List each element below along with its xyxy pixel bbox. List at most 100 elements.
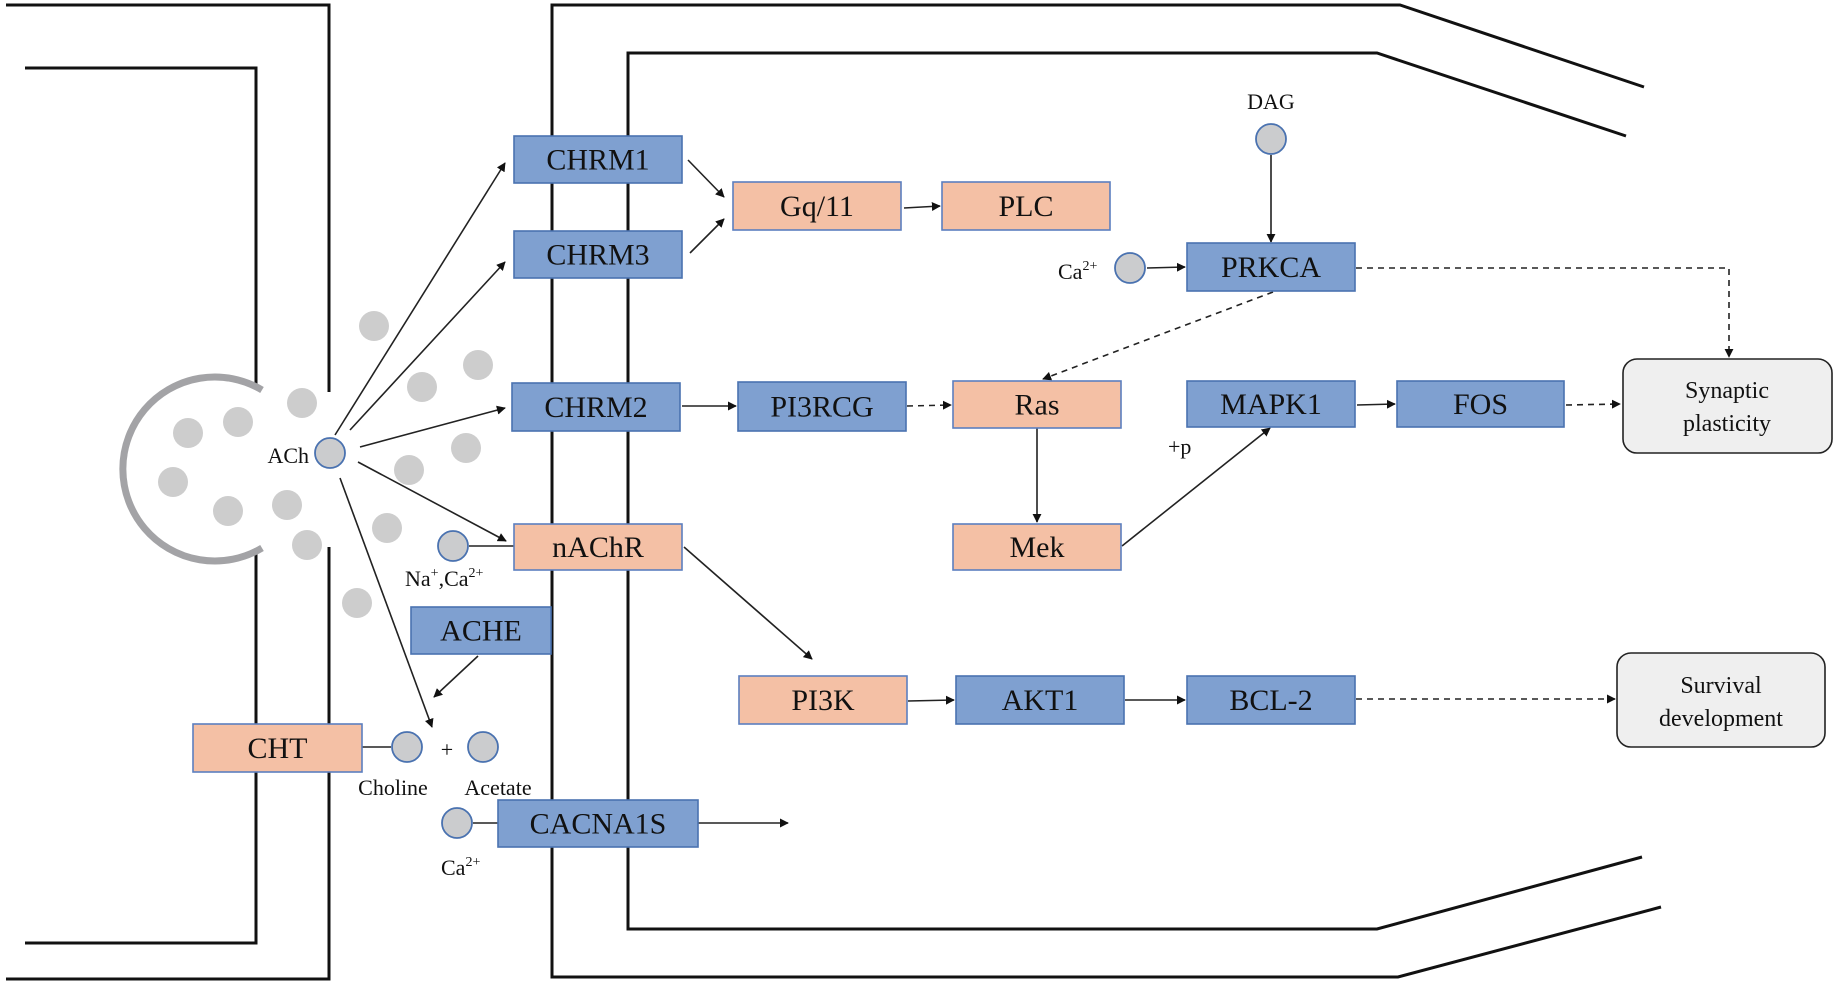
node-pi3k[interactable]: PI3K: [738, 675, 908, 725]
acetylcholine-dot: [292, 530, 322, 560]
dag-molecule[interactable]: [1255, 123, 1287, 155]
acetylcholine-dot: [463, 350, 493, 380]
node-box: [1396, 380, 1565, 428]
acetate-molecule[interactable]: [467, 731, 499, 763]
presynaptic-membrane: [6, 3, 331, 981]
molecules: [314, 123, 1287, 839]
node-label: FOS: [1453, 388, 1508, 421]
node-label: PI3K: [791, 684, 855, 717]
acetylcholine-dot: [272, 490, 302, 520]
ca-prkca-molecule[interactable]: [1114, 252, 1146, 284]
presynaptic-outer-top: [6, 3, 331, 392]
na-ca-label: Na+,Ca2+: [405, 566, 484, 591]
acetylcholine-dot: [287, 388, 317, 418]
acetylcholine-dot: [223, 407, 253, 437]
node-label: Ras: [1015, 389, 1060, 422]
edge-mek-mapk1: [1121, 427, 1271, 547]
node-box: [513, 135, 683, 184]
node-chrm2[interactable]: CHRM2: [511, 382, 681, 432]
node-box: [952, 380, 1122, 429]
edges: [334, 155, 1734, 828]
vesicle-arc: [119, 373, 264, 565]
node-mek[interactable]: Mek: [952, 523, 1122, 571]
node-gq11[interactable]: Gq/11: [732, 181, 902, 231]
node-prkca[interactable]: PRKCA: [1186, 242, 1356, 292]
node-box: [1186, 242, 1356, 292]
node-pi3rcg[interactable]: PI3RCG: [737, 381, 907, 432]
node-bcl2[interactable]: BCL-2: [1186, 675, 1356, 725]
ca-cacna1s-label: Ca2+: [441, 855, 480, 880]
node-ache[interactable]: ACHE: [410, 606, 552, 655]
acetylcholine-dot: [394, 455, 424, 485]
edge-ach-choline: [339, 477, 434, 728]
edge-chrm3-gq: [689, 218, 725, 254]
outcome-synaptic-plasticity[interactable]: Synaptic plasticity: [1622, 358, 1833, 454]
acetylcholine-dot: [359, 311, 389, 341]
acetylcholine-dot: [158, 467, 188, 497]
acetylcholine-dot: [342, 588, 372, 618]
ach-molecule[interactable]: [314, 437, 346, 469]
node-label: MAPK1: [1220, 388, 1322, 421]
node-box: [955, 675, 1125, 725]
acetylcholine-dot: [407, 372, 437, 402]
presynaptic-outer-bottom: [6, 547, 331, 981]
node-mapk1[interactable]: MAPK1: [1186, 380, 1356, 428]
outcome-synaptic-line2: plasticity: [1683, 411, 1771, 437]
outcome-survival-development[interactable]: Survival development: [1616, 652, 1826, 748]
ca-cacna1s-molecule[interactable]: [441, 807, 473, 839]
node-box: [511, 382, 681, 432]
node-plc[interactable]: PLC: [941, 181, 1111, 231]
ca-prkca-label: Ca2+: [1058, 259, 1097, 284]
acetylcholine-dot: [173, 418, 203, 448]
choline-molecule[interactable]: [391, 731, 423, 763]
outcome-survival-line1: Survival: [1680, 673, 1762, 699]
node-ras[interactable]: Ras: [952, 380, 1122, 429]
acetylcholine-dot: [213, 496, 243, 526]
node-label: CHRM1: [546, 144, 649, 177]
acetylcholine-dot: [451, 433, 481, 463]
node-nachr[interactable]: nAChR: [513, 523, 683, 571]
node-box: [192, 723, 363, 773]
node-label: CACNA1S: [530, 808, 667, 841]
edge-fos-synaptic: [1565, 399, 1621, 409]
acetylcholine-dot: [372, 513, 402, 543]
node-label: CHRM2: [544, 391, 647, 424]
node-box: [941, 181, 1111, 231]
node-box: [952, 523, 1122, 571]
edge-prkca-ras: [1042, 291, 1274, 381]
edge-ach-chrm2: [359, 405, 506, 448]
node-box: [737, 381, 907, 432]
edge-pi3k-akt1: [907, 695, 955, 705]
node-box: [410, 606, 552, 655]
edge-ca-prkca: [1146, 262, 1186, 272]
node-box: [497, 799, 699, 848]
node-label: PI3RCG: [770, 391, 873, 424]
node-chrm1[interactable]: CHRM1: [513, 135, 683, 184]
outcome-survival-line2: development: [1659, 706, 1783, 732]
na-ca-molecule[interactable]: [437, 530, 469, 562]
acetylcholine-dots: [158, 311, 493, 618]
postsynaptic-outer: [550, 3, 1662, 979]
node-cacna1s[interactable]: CACNA1S: [497, 799, 699, 848]
node-box: [732, 181, 902, 231]
node-cht[interactable]: CHT: [192, 723, 363, 773]
acetate-label: Acetate: [464, 775, 531, 800]
outcome-synaptic-line1: Synaptic: [1685, 378, 1769, 404]
ach-label: ACh: [267, 443, 309, 468]
node-label: PRKCA: [1221, 251, 1321, 284]
plus-sign: +: [441, 737, 453, 762]
choline-label: Choline: [358, 775, 428, 800]
node-akt1[interactable]: AKT1: [955, 675, 1125, 725]
node-chrm3[interactable]: CHRM3: [513, 230, 683, 279]
dag-label: DAG: [1247, 89, 1295, 114]
node-box: [1186, 380, 1356, 428]
node-fos[interactable]: FOS: [1396, 380, 1565, 428]
node-label: CHRM3: [546, 239, 649, 272]
node-box: [513, 230, 683, 279]
node-box: [1186, 675, 1356, 725]
edge-gq-plc: [903, 201, 941, 211]
edge-nachr-pi3k: [683, 546, 813, 660]
node-label: AKT1: [1002, 684, 1079, 717]
node-box: [738, 675, 908, 725]
node-label: ACHE: [440, 615, 522, 648]
